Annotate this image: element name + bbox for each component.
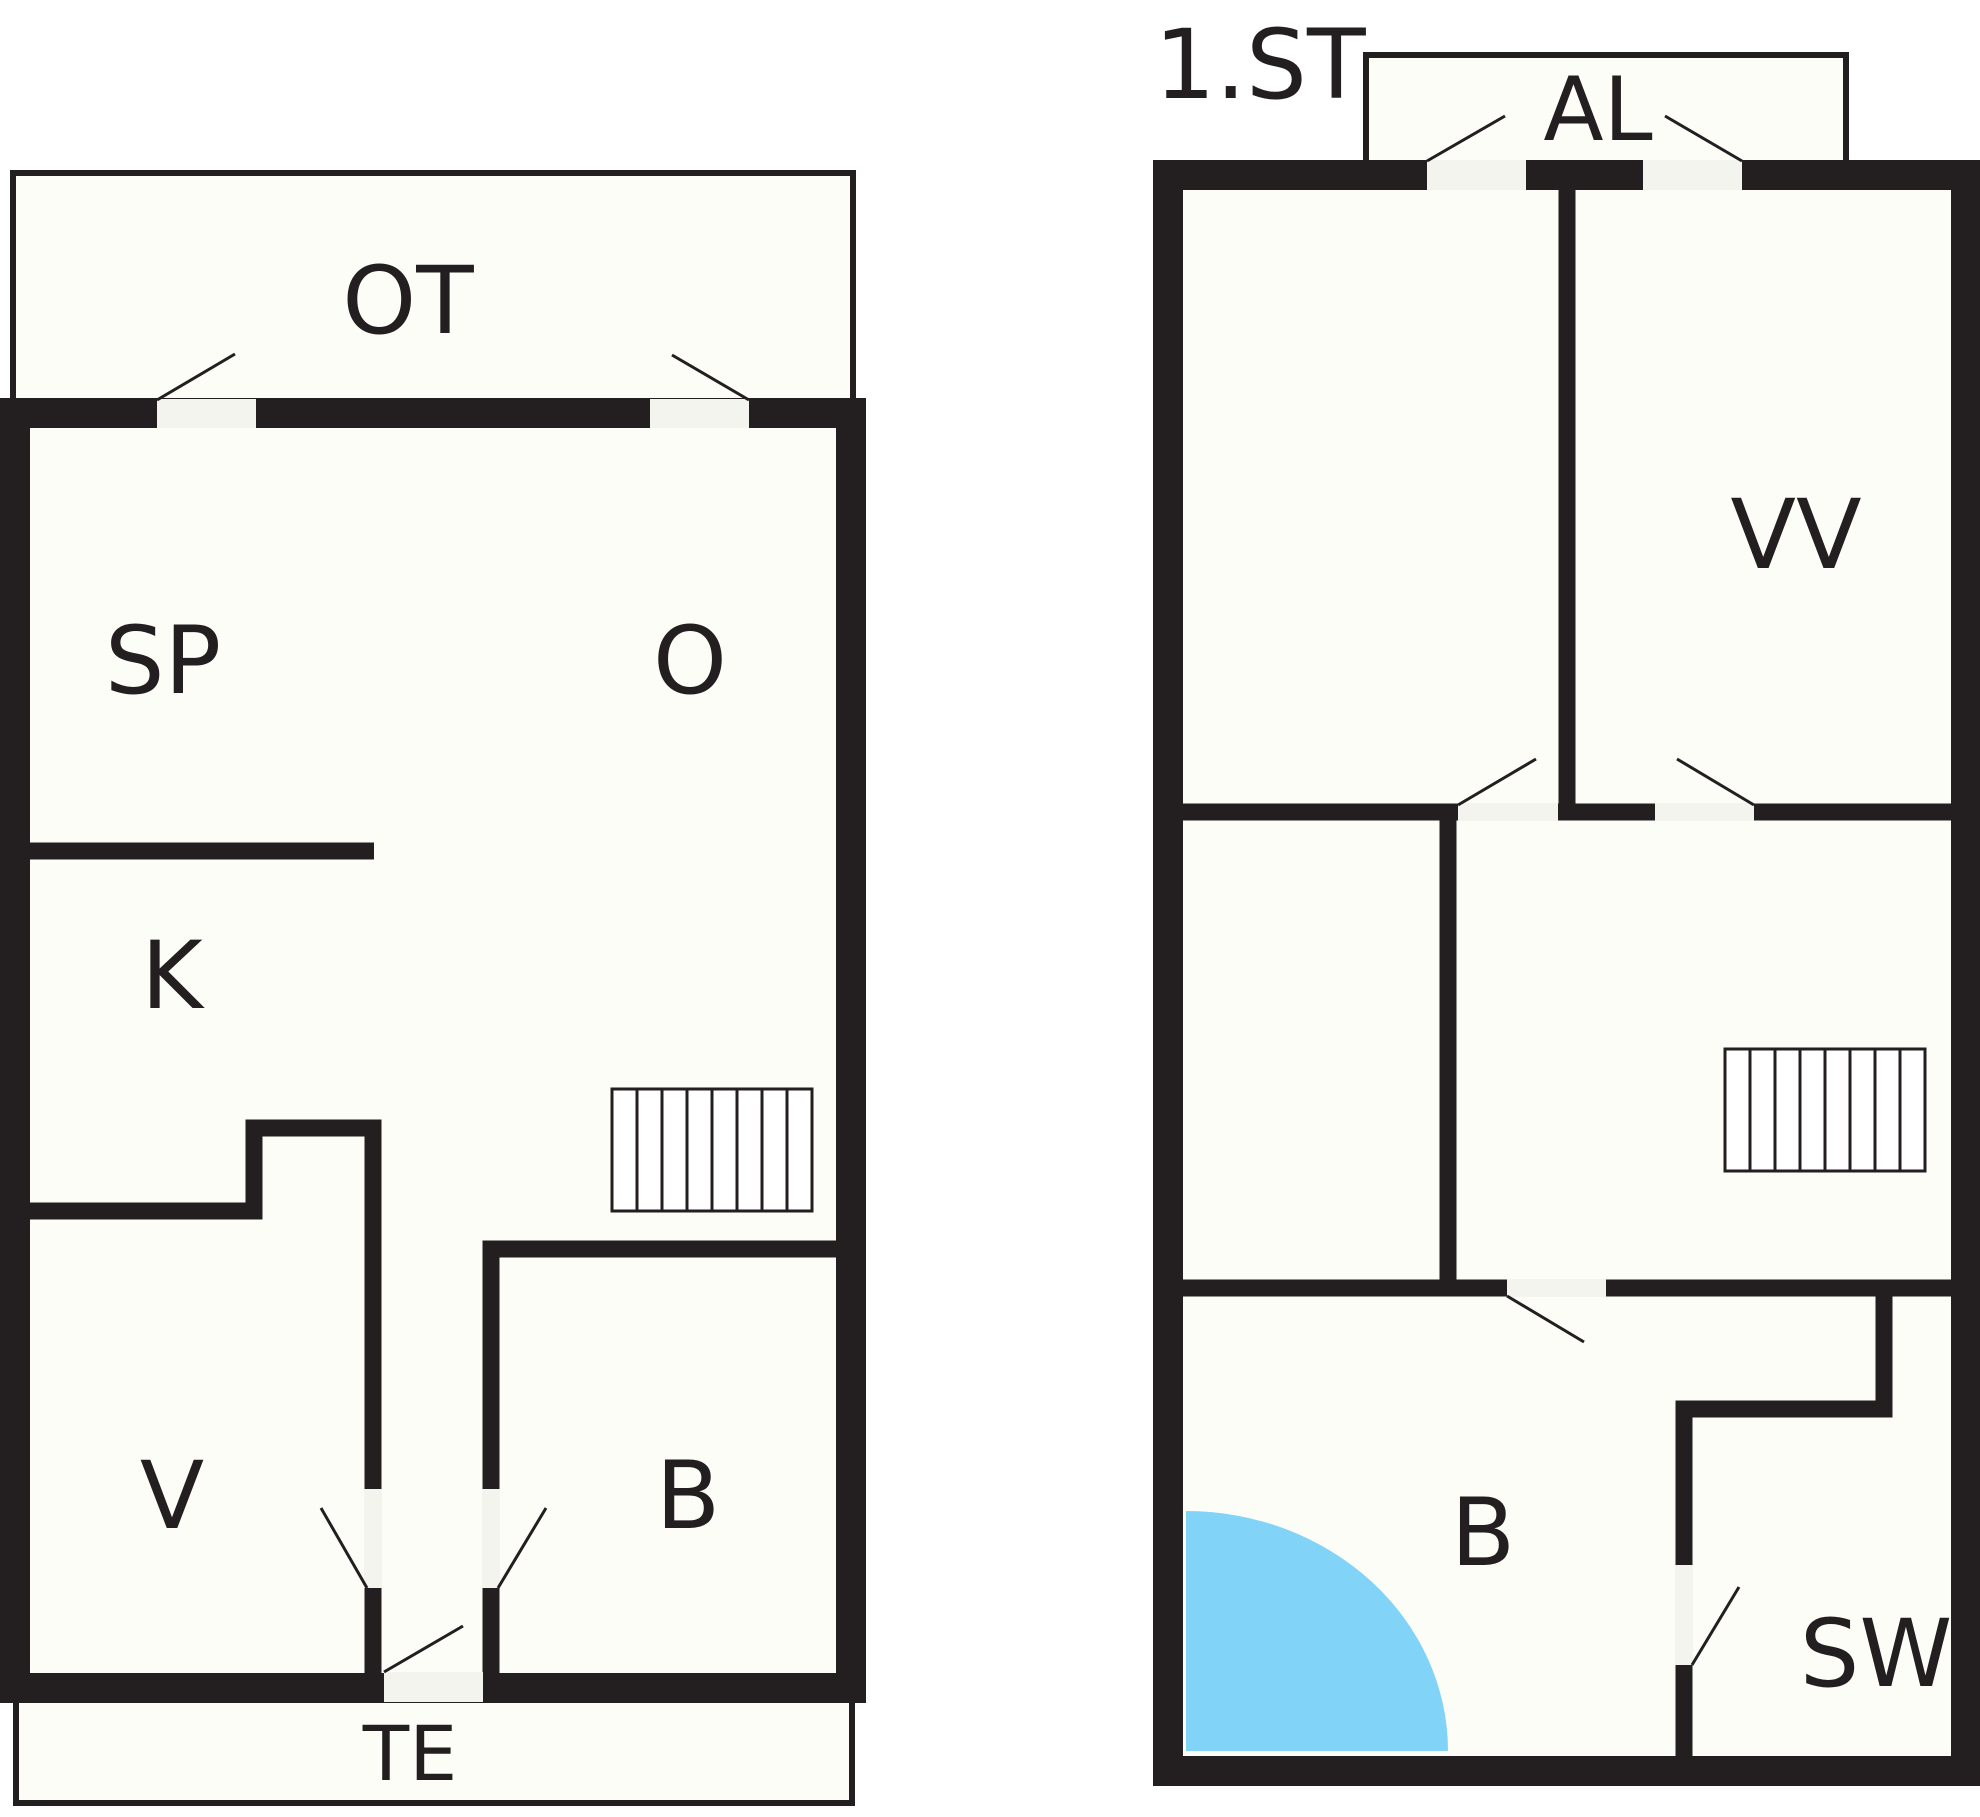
ground-floor-door-gaps xyxy=(157,399,749,1702)
room-label-k: K xyxy=(141,922,205,1031)
room-label-o: O xyxy=(653,607,727,716)
door-gap-vv xyxy=(1655,803,1754,821)
door-gap-al-left xyxy=(1427,160,1526,190)
door-swing-sw xyxy=(1690,1586,1741,1666)
balcony-al xyxy=(1363,52,1849,178)
wall-v xyxy=(30,1119,382,1673)
room-label-sp: SP xyxy=(105,607,221,716)
ground-floor-door-swings xyxy=(156,352,750,1674)
ground-floor-staircase xyxy=(610,1087,814,1213)
door-gap-sw xyxy=(1675,1565,1693,1665)
first-floor-staircase xyxy=(1723,1047,1927,1173)
door-swing-vv xyxy=(1676,757,1755,807)
room-label-ot: OT xyxy=(342,247,474,356)
door-gap-upper-left xyxy=(1458,803,1558,821)
first-floor-plan: 1.ST AL VV B SW xyxy=(1153,9,1980,1786)
door-gap-ot-right xyxy=(650,399,749,428)
door-gap-al-right xyxy=(1643,160,1742,190)
door-swing-upper-left xyxy=(1457,757,1537,807)
door-swing-te xyxy=(383,1624,464,1674)
door-swing-ot-right xyxy=(671,353,750,402)
first-floor-door-swings xyxy=(1426,114,1755,1666)
floor-title: 1.ST xyxy=(1154,9,1366,121)
first-floor-outer-wall xyxy=(1153,160,1980,1786)
shower-area xyxy=(1186,1511,1448,1751)
room-label-b-first: B xyxy=(1451,1479,1516,1588)
door-gap-te xyxy=(384,1672,483,1702)
room-label-b: B xyxy=(656,1442,721,1551)
terrace-te xyxy=(13,1681,855,1806)
door-gap-b xyxy=(482,1489,500,1588)
door-swing-b xyxy=(496,1507,548,1589)
door-swing-al-left xyxy=(1426,114,1506,163)
room-label-vv: VV xyxy=(1730,479,1861,591)
room-label-sw: SW xyxy=(1800,1600,1953,1709)
door-swing-v xyxy=(319,1507,369,1589)
door-swing-bathroom xyxy=(1506,1294,1585,1344)
room-label-al: AL xyxy=(1543,58,1652,161)
door-gap-bathroom xyxy=(1507,1279,1606,1297)
door-gap-v xyxy=(364,1489,382,1588)
door-swing-ot-left xyxy=(156,352,236,402)
terrace-ot xyxy=(10,170,856,416)
ground-floor-plan: OT SP O K V B TE xyxy=(0,170,866,1806)
first-floor-door-gaps xyxy=(1427,160,1754,1665)
room-label-te: TE xyxy=(362,1709,457,1798)
room-label-v: V xyxy=(140,1442,204,1551)
door-gap-ot-left xyxy=(157,399,256,428)
door-swing-al-right xyxy=(1664,114,1743,163)
